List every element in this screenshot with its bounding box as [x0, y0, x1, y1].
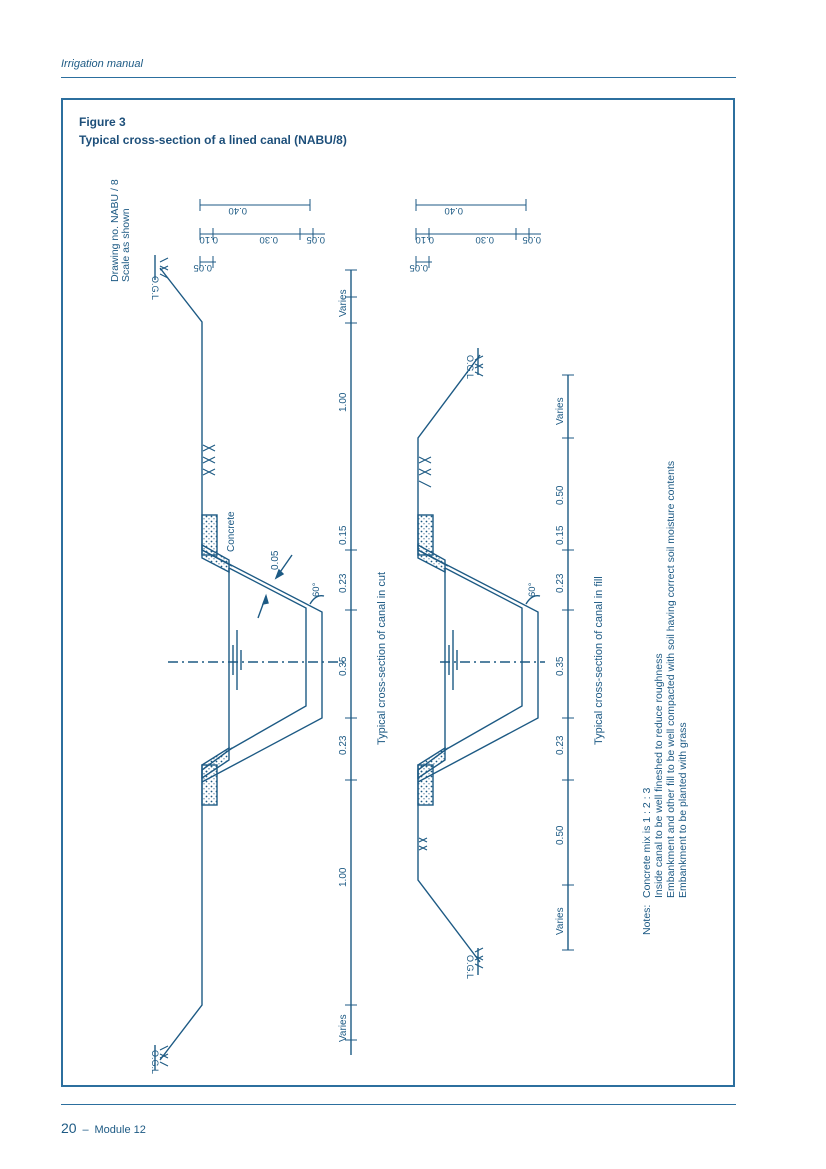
cut-dim-010: 0.10	[200, 234, 219, 245]
running-header: Irrigation manual	[61, 58, 143, 70]
cut-dim-100-bottom: 1.00	[338, 867, 349, 887]
cut-ogl-top: O.G.L	[150, 276, 160, 300]
note-3: Embankment and other fill to be well com…	[665, 461, 677, 898]
cut-dim-035: 0.35	[338, 656, 349, 676]
fill-dim-005a: 0.05	[410, 262, 429, 273]
fill-dim-050-top: 0.50	[555, 485, 566, 505]
concrete-label: Concrete	[226, 511, 237, 552]
cut-section: O.G.L O.G.L	[150, 199, 357, 1074]
fill-angle: 60°	[527, 582, 538, 597]
lining-thickness: 0.05	[270, 550, 281, 570]
cut-dim-varies-bottom: Varies	[338, 1014, 349, 1042]
cut-caption: Typical cross-section of canal in cut	[376, 572, 388, 745]
fill-dim-005b: 0.05	[523, 234, 542, 245]
page-number: 20	[61, 1120, 77, 1136]
footer-rule	[61, 1104, 736, 1105]
fill-dim-023-top: 0.23	[555, 573, 566, 593]
cut-dim-040: 0.40	[229, 205, 248, 216]
cut-dim-023-bottom: 0.23	[338, 735, 349, 755]
page-footer: 20 – Module 12	[61, 1120, 146, 1136]
fill-section: O.G.L O.G.L	[415, 199, 574, 979]
fill-dim-050-bottom: 0.50	[555, 825, 566, 845]
figure-label: Figure 3	[79, 115, 126, 129]
fill-dim-010: 0.10	[416, 234, 435, 245]
figure-frame	[61, 98, 735, 1087]
fill-dim-varies-bottom: Varies	[555, 907, 566, 935]
fill-dim-035: 0.35	[555, 656, 566, 676]
note-1: Concrete mix is 1 : 2 : 3	[641, 788, 653, 898]
notes-lead: Notes:	[641, 905, 653, 935]
footer-dash: –	[82, 1124, 89, 1136]
drawing-number: Drawing no. NABU / 8	[109, 179, 121, 282]
header-rule	[61, 77, 736, 78]
note-2: Inside canal to be well fineshed to redu…	[653, 653, 665, 898]
figure-title: Typical cross-section of a lined canal (…	[79, 133, 347, 147]
fill-ogl-top: O.G.L	[465, 355, 475, 379]
fill-dim-030: 0.30	[476, 234, 495, 245]
module-name: Module 12	[94, 1124, 146, 1136]
fill-caption: Typical cross-section of canal in fill	[593, 576, 605, 745]
cut-dim-030: 0.30	[260, 234, 279, 245]
fill-dim-040: 0.40	[445, 205, 464, 216]
cut-angle: 60°	[311, 582, 322, 597]
cut-dim-005a: 0.05	[194, 262, 213, 273]
cut-dim-100-top: 1.00	[338, 392, 349, 412]
fill-dim-varies-top: Varies	[555, 397, 566, 425]
fill-dim-015: 0.15	[555, 525, 566, 545]
note-4: Embankment to be planted with grass	[677, 722, 689, 898]
cut-ogl-bottom: O.G.L	[150, 1050, 160, 1074]
fill-dim-023-bottom: 0.23	[555, 735, 566, 755]
fill-ogl-bottom: O.G.L	[465, 955, 475, 979]
cut-dim-varies-top: Varies	[338, 289, 349, 317]
cut-dim-015: 0.15	[338, 525, 349, 545]
drawing-scale: Scale as shown	[120, 208, 132, 282]
cut-dim-023-top: 0.23	[338, 573, 349, 593]
cut-dim-005b: 0.05	[307, 234, 326, 245]
